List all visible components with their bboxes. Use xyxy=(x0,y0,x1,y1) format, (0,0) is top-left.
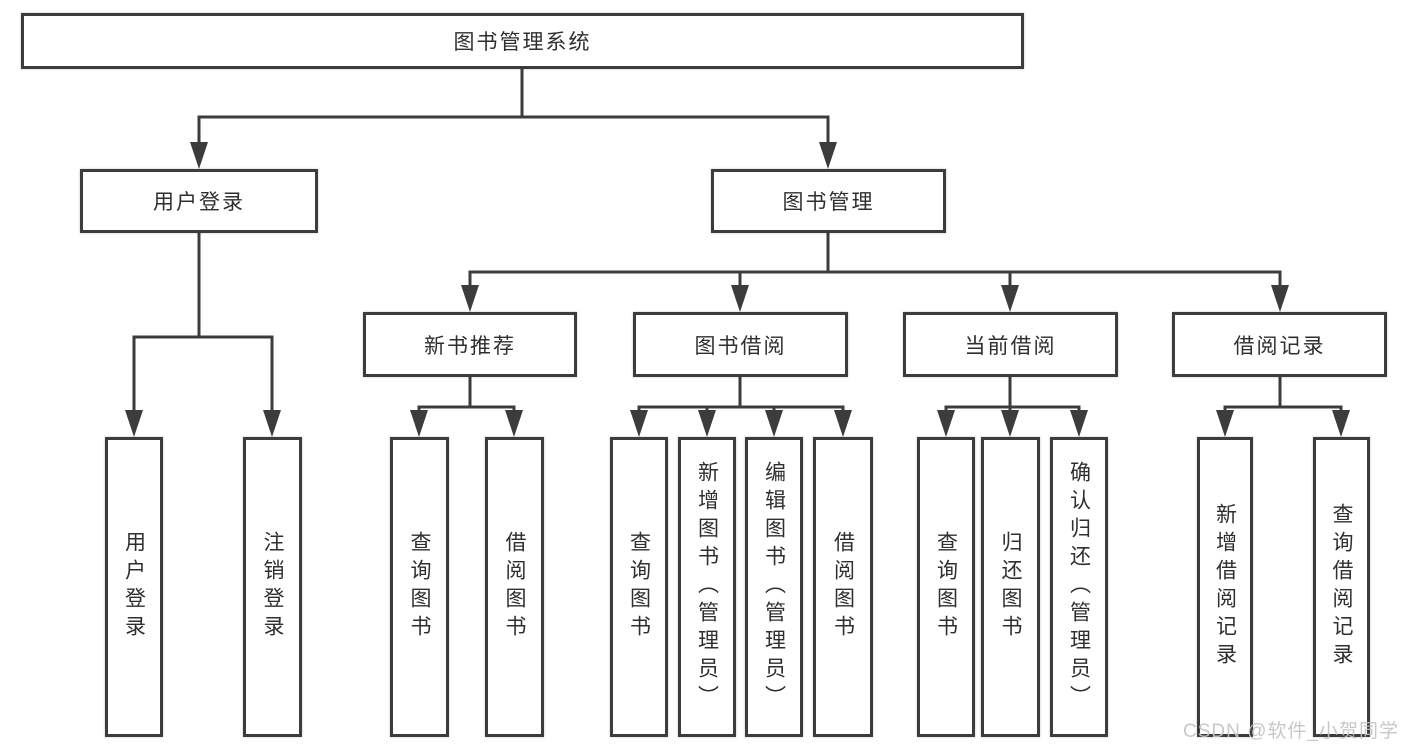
node-label: 当前借阅 xyxy=(964,334,1057,358)
node-leaf-query-book-2: 查询图书 xyxy=(610,437,668,737)
node-label: 借阅图书 xyxy=(831,531,855,643)
node-leaf-query-book-1: 查询图书 xyxy=(390,437,449,737)
connector-bookmgmt-to-level3 xyxy=(468,231,1282,291)
node-current-borrowing: 当前借阅 xyxy=(903,312,1118,377)
connector-borrowrecord-to-leaves xyxy=(1223,375,1343,416)
node-user-login: 用户登录 xyxy=(80,169,318,233)
node-leaf-query-borrow-record: 查询借阅记录 xyxy=(1313,437,1370,737)
arrowhead-icons xyxy=(125,142,1350,437)
node-leaf-borrow-book-1: 借阅图书 xyxy=(485,437,544,737)
node-leaf-query-book-3: 查询图书 xyxy=(917,437,975,737)
node-label: 查询图书 xyxy=(934,531,958,643)
node-label: 新书推荐 xyxy=(424,334,516,358)
node-label: 新增图书（管理员） xyxy=(695,461,719,713)
node-book-borrowing: 图书借阅 xyxy=(633,312,848,377)
node-label: 编辑图书（管理员） xyxy=(762,461,786,713)
node-label: 确认归还（管理员） xyxy=(1067,461,1091,713)
connector-bookborrow-to-leaves xyxy=(637,375,845,416)
node-label: 图书管理 xyxy=(782,191,875,214)
node-leaf-add-borrow-record: 新增借阅记录 xyxy=(1197,437,1253,737)
node-leaf-logout: 注销登录 xyxy=(243,437,302,737)
connector-newbook-to-leaves xyxy=(417,375,516,416)
node-leaf-return-book: 归还图书 xyxy=(981,437,1040,737)
node-new-book-recommendation: 新书推荐 xyxy=(363,312,577,377)
node-label: 查询图书 xyxy=(627,531,651,643)
node-label: 查询图书 xyxy=(408,531,431,643)
node-root-library-system: 图书管理系统 xyxy=(21,13,1024,69)
node-label: 借阅记录 xyxy=(1233,334,1326,358)
node-label: 图书借阅 xyxy=(694,334,787,358)
node-borrowing-records: 借阅记录 xyxy=(1172,312,1387,377)
node-label: 借阅图书 xyxy=(503,531,526,643)
node-label: 新增借阅记录 xyxy=(1213,503,1237,671)
node-book-management: 图书管理 xyxy=(711,169,946,233)
connector-currentborrow-to-leaves xyxy=(944,375,1081,416)
node-leaf-add-book-admin: 新增图书（管理员） xyxy=(678,437,736,737)
node-label: 用户登录 xyxy=(153,191,245,214)
node-label: 图书管理系统 xyxy=(453,31,592,54)
connector-userlogin-to-leaves xyxy=(132,231,274,416)
connector-root-to-level2 xyxy=(197,67,830,148)
node-label: 注销登录 xyxy=(261,531,284,643)
node-leaf-user-login: 用户登录 xyxy=(105,437,163,737)
node-leaf-confirm-return-admin: 确认归还（管理员） xyxy=(1050,437,1108,737)
node-leaf-borrow-book-2: 借阅图书 xyxy=(813,437,873,737)
node-label: 查询借阅记录 xyxy=(1330,503,1353,671)
node-leaf-edit-book-admin: 编辑图书（管理员） xyxy=(745,437,803,737)
node-label: 归还图书 xyxy=(999,531,1022,643)
csdn-watermark: CSDN @软件_小贺同学 xyxy=(1183,721,1399,742)
node-label: 用户登录 xyxy=(122,531,146,643)
